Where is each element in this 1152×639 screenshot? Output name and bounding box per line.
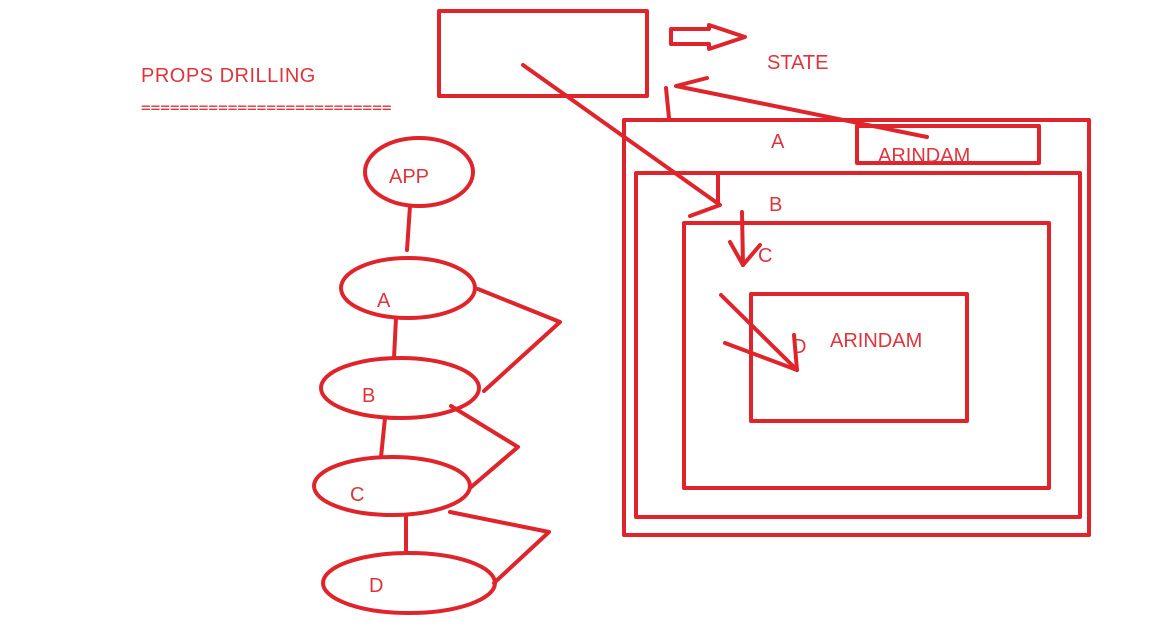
arrow-c-to-d-shaft xyxy=(719,293,799,372)
component-a-value-box xyxy=(855,124,1041,165)
arrow-a-value-to-state xyxy=(674,76,929,139)
state-box xyxy=(437,9,649,98)
tree-node-app xyxy=(363,136,475,208)
tree-node-b xyxy=(319,356,481,420)
component-a-label: A xyxy=(771,131,785,153)
tree-node-c xyxy=(312,455,472,517)
component-b-label: B xyxy=(769,194,782,216)
arrow-b-to-c-head xyxy=(728,240,762,267)
component-box-b xyxy=(634,171,1082,519)
state-label: STATE xyxy=(767,52,828,74)
arrow-state-tick xyxy=(664,86,671,120)
component-c-label: C xyxy=(758,245,772,267)
diagram-title: PROPS DRILLING xyxy=(141,65,316,87)
tree-edge-a-b xyxy=(392,316,398,360)
tree-node-b-label: B xyxy=(362,385,375,407)
tree-edge-app-a xyxy=(405,204,412,252)
component-d-value: ARINDAM xyxy=(830,330,922,352)
arrow-c-to-d-head xyxy=(723,333,799,372)
tree-node-d xyxy=(321,551,497,615)
tree-node-c-label: C xyxy=(350,484,364,506)
component-box-d xyxy=(749,292,969,423)
prop-pass-arrow-c-d xyxy=(448,510,551,585)
title-underline: ========================== xyxy=(141,98,391,117)
component-box-c xyxy=(682,221,1051,490)
tree-node-d-label: D xyxy=(369,575,383,597)
tree-node-a-label: A xyxy=(377,290,391,312)
tree-node-a xyxy=(339,256,477,320)
state-pointer-arrow xyxy=(669,23,747,51)
tree-edge-b-c xyxy=(379,416,387,459)
prop-pass-arrow-b-c xyxy=(449,404,520,490)
component-box-a xyxy=(622,118,1091,537)
arrow-b-to-c-shaft xyxy=(740,210,745,267)
component-a-value: ARINDAM xyxy=(878,145,970,167)
tree-node-app-label: APP xyxy=(389,166,429,188)
prop-pass-arrow-a-b xyxy=(476,287,562,393)
